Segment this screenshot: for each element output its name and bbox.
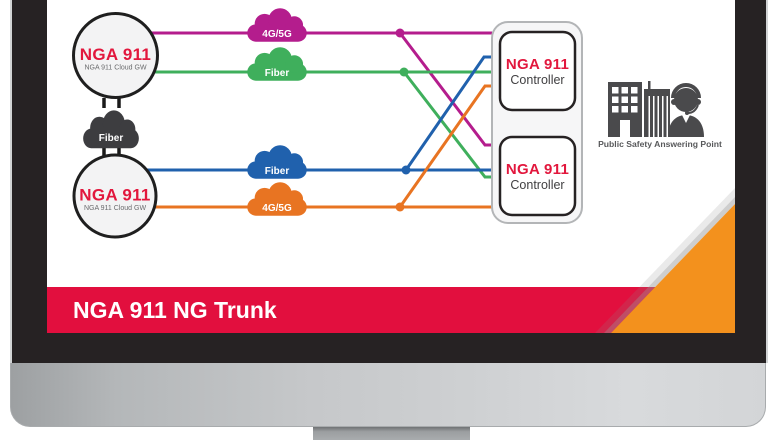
controller-top-title: NGA 911: [506, 56, 569, 73]
cloud-4g5g-bottom-label: 4G/5G: [262, 203, 292, 214]
psap-buildings-windows: [612, 87, 668, 137]
gateway-node-bottom: NGA 911 NGA 911 Cloud GW: [72, 153, 158, 239]
cloud-fiber-top-label: Fiber: [265, 68, 290, 79]
gateway-top-title: NGA 911: [80, 45, 151, 64]
cloud-4g5g-top-label: 4G/5G: [262, 29, 292, 40]
banner-title: NGA 911 NG Trunk: [73, 297, 277, 323]
link-line-4g5g-bottom-diagonal: [398, 84, 492, 208]
screen-content: 4G/5G Fiber Fiber 4G/5G Fiber NGA 911 NG…: [47, 0, 735, 333]
link-line-4g5g-top-diagonal: [398, 32, 492, 147]
link-line-fiber-top-diagonal: [402, 71, 492, 179]
fold-corner-shadow-inner: [604, 197, 735, 333]
cloud-fiber-bottom-label: Fiber: [265, 166, 290, 177]
controller-top-subtitle: Controller: [510, 73, 564, 87]
junction-dot-magenta: [395, 28, 405, 38]
psap-agent-icon: [668, 83, 704, 137]
fold-corner-orange: [611, 204, 735, 333]
controller-bottom-subtitle: Controller: [510, 178, 564, 192]
gateway-bottom-title: NGA 911: [79, 186, 150, 205]
controller-bottom-title: NGA 911: [506, 161, 569, 178]
gateway-bottom-subtitle: NGA 911 Cloud GW: [84, 205, 147, 212]
controller-box-top: NGA 911 Controller: [498, 30, 577, 112]
psap-label: Public Safety Answering Point: [598, 139, 722, 149]
gateway-top-subtitle: NGA 911 Cloud GW: [84, 65, 147, 72]
link-line-fiber-bottom-diagonal: [404, 55, 492, 171]
network-diagram: 4G/5G Fiber Fiber 4G/5G Fiber NGA 911 NG…: [47, 8, 735, 333]
monitor-stand: [313, 427, 470, 440]
monitor-chin: [10, 363, 766, 427]
controller-box-bottom: NGA 911 Controller: [498, 135, 577, 217]
junction-dot-orange: [395, 202, 405, 212]
fold-corner-shadow: [595, 188, 735, 333]
junction-dot-blue: [401, 165, 411, 175]
gateway-node-top: NGA 911 NGA 911 Cloud GW: [72, 12, 159, 99]
junction-dot-green: [399, 67, 409, 77]
interconnect-fiber-cloud-label: Fiber: [99, 133, 124, 144]
